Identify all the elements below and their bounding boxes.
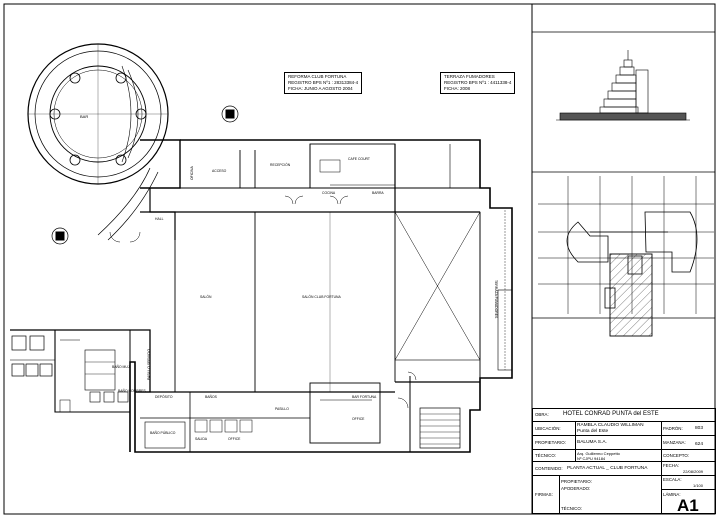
tb-row-contenido: CONTENIDO: PLANTA ACTUAL _ CLUB FORTUNA … xyxy=(533,461,715,476)
building-elevation-sketch xyxy=(556,50,690,121)
tb-manzana: 624 xyxy=(695,442,704,447)
room-label-oficina: OFICINA xyxy=(190,166,194,180)
floor-plan-walls xyxy=(129,139,513,453)
tb-row-tecnico: TÉCNICO: Arq. Guillermo Ceppetto Nº CJPU… xyxy=(533,449,715,462)
tb-label: CONCEPTO: xyxy=(663,453,690,458)
tb-padron: 803 xyxy=(695,426,704,431)
tb-row-obra: OBRA: HOTEL CONRAD PUNTA del ESTE xyxy=(533,409,715,421)
room-label-bano-hombres: BAÑO HOMBRES xyxy=(118,388,146,393)
tb-label: PROPIETARIO: xyxy=(535,440,566,445)
tb-row-ubicacion: UBICACIÓN: RAMBLA CLAUDIO WILLIMAN Punta… xyxy=(533,421,715,436)
tb-label: OBRA: xyxy=(535,412,549,417)
tb-escala: 1/100 xyxy=(693,483,704,488)
tb-label: ESCALA: xyxy=(663,477,682,482)
tb-lamina: A1 xyxy=(677,496,699,515)
room-label-barra: BARRA xyxy=(372,191,384,195)
tb-propietario: BALUMA S.A. xyxy=(577,440,607,445)
room-label-cafe-court: CAFE COURT xyxy=(348,157,370,161)
tb-contenido: PLANTA ACTUAL _ CLUB FORTUNA xyxy=(567,466,648,471)
tb-label: LÁMINA: xyxy=(663,492,681,497)
sheet-border xyxy=(3,3,716,515)
tb-tecnico-1: Arq. Guillermo Ceppetto xyxy=(577,451,620,456)
room-label-salon: SALÓN xyxy=(200,294,212,299)
tb-label: APODERADO: xyxy=(561,486,591,491)
room-label-salida: SALIDA xyxy=(195,437,208,441)
room-label-deposito: DEPÓSITO xyxy=(155,394,173,399)
note-title: REFORMA CLUB FORTUNA xyxy=(288,74,347,79)
room-label-bano-mujer: BAÑO MUJ. xyxy=(112,364,131,369)
room-label-cocina: COCINA xyxy=(322,191,336,195)
revision-note-terraza: TERRAZA FUMADORES REGISTRO BPS Nº1 : 441… xyxy=(440,72,516,94)
tb-label: MANZANA: xyxy=(663,440,686,445)
room-label-office: OFFICE xyxy=(352,417,365,421)
tb-label: PROPIETARIO: xyxy=(561,479,592,484)
room-label-bar: BAR xyxy=(80,114,88,119)
tb-label: UBICACIÓN: xyxy=(535,426,561,431)
room-label-pasillo: PASILLO xyxy=(275,407,289,411)
note-line: FICHA: 2008 xyxy=(444,86,471,91)
column-marker xyxy=(51,105,239,245)
room-label-pasillo-servicio: PASILLO SERVICIO xyxy=(147,349,151,380)
note-title: TERRAZA FUMADORES xyxy=(444,74,495,79)
tb-ubicacion-2: Punta del Este xyxy=(577,429,609,434)
title-block: OBRA: HOTEL CONRAD PUNTA del ESTE UBICAC… xyxy=(532,408,716,515)
room-label-banos: BAÑOS xyxy=(205,394,218,399)
room-label-bano-publico: BAÑO PÚBLICO xyxy=(150,430,176,435)
tb-tecnico-2: Nº CJPU 94184 xyxy=(577,456,606,461)
tb-row-firmas: FIRMAS: PROPIETARIO: APODERADO: TÉCNICO:… xyxy=(533,475,715,515)
room-label-recepcion: RECEPCIÓN xyxy=(270,162,291,167)
tb-label: PADRÓN: xyxy=(663,426,683,431)
door-swing xyxy=(109,195,417,409)
note-line: REGISTRO BPS Nº1 : 4411338-4 xyxy=(444,80,512,85)
revision-note-reforma: REFORMA CLUB FORTUNA REGISTRO BPS Nº1 : … xyxy=(284,72,363,94)
room-label-salon-club: SALÓN CLUB FORTUNA xyxy=(302,294,341,299)
service-wing-walls xyxy=(10,329,151,452)
note-line: FICHA: JUNIO A AGOSTO 2004 xyxy=(288,86,353,91)
tb-label: TÉCNICO: xyxy=(561,506,582,511)
round-bar xyxy=(27,43,169,241)
tb-fecha: 22/08/2009 xyxy=(683,469,704,474)
room-label-office2: OFFICE xyxy=(228,437,241,441)
tb-label: CONTENIDO: xyxy=(535,466,563,471)
room-label-acceso: ACCESO xyxy=(212,169,227,173)
room-label-hall: HALL xyxy=(155,217,164,221)
room-label-terraza: TERRAZA FUMADORES xyxy=(494,280,498,319)
tb-label: FECHA: xyxy=(663,463,680,468)
tb-label: TÉCNICO: xyxy=(535,453,556,458)
key-plan xyxy=(538,176,714,337)
room-label-bar-fortuna: BAR FORTUNA xyxy=(352,395,377,399)
tb-obra: HOTEL CONRAD PUNTA del ESTE xyxy=(563,411,659,417)
note-line: REGISTRO BPS Nº1 : 28313384-4 xyxy=(288,80,359,85)
tb-ubicacion-1: RAMBLA CLAUDIO WILLIMAN xyxy=(577,423,644,428)
tb-label: FIRMAS: xyxy=(535,492,553,497)
tb-row-propietario: PROPIETARIO: BALUMA S.A. MANZANA: 624 xyxy=(533,435,715,450)
